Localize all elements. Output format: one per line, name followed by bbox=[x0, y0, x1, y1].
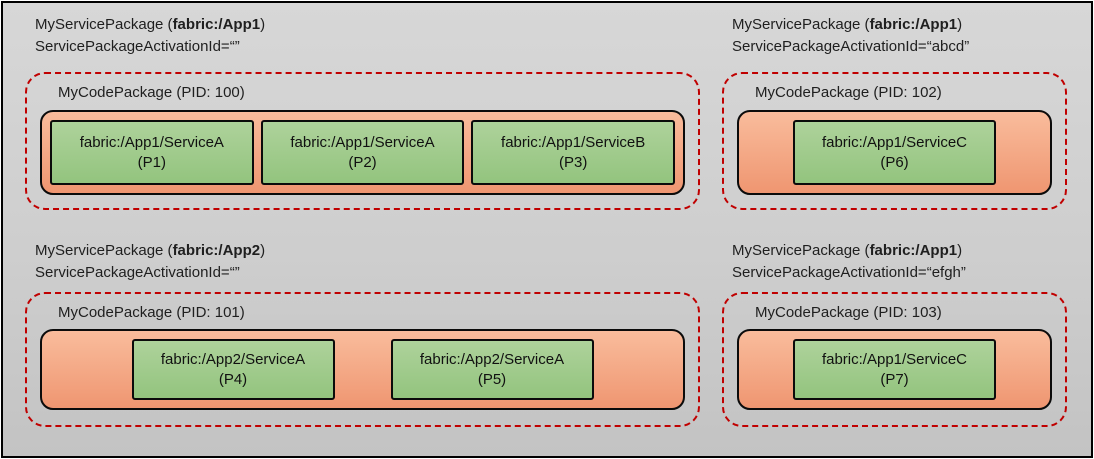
activation-id-label: ServicePackageActivationId=“” bbox=[35, 264, 240, 281]
service-name: fabric:/App2/ServiceA bbox=[160, 350, 306, 368]
process-box: fabric:/App1/ServiceA (P1) fabric:/App1/… bbox=[40, 110, 685, 195]
process-box: fabric:/App1/ServiceC (P7) bbox=[737, 329, 1052, 410]
service-pid: (P3) bbox=[559, 153, 588, 171]
app-name: fabric:/App2 bbox=[172, 242, 261, 259]
service-package-boundary: MyCodePackage (PID: 101) fabric:/App2/Se… bbox=[25, 292, 700, 427]
service-pid: (P7) bbox=[880, 370, 909, 388]
service-package-title: MyServicePackage (fabric:/App1) bbox=[732, 14, 1067, 36]
service-instance-box: fabric:/App1/ServiceB (P3) bbox=[471, 120, 676, 185]
title-prefix: MyServicePackage ( bbox=[35, 242, 173, 259]
title-prefix: MyServicePackage ( bbox=[732, 16, 870, 33]
service-name: fabric:/App1/ServiceB bbox=[501, 133, 646, 151]
code-package-label: MyCodePackage (PID: 101) bbox=[58, 304, 245, 321]
service-instance-box: fabric:/App1/ServiceC (P7) bbox=[793, 339, 996, 400]
service-pid: (P2) bbox=[348, 153, 377, 171]
service-instance-box: fabric:/App1/ServiceA (P1) bbox=[50, 120, 254, 185]
service-package-group-2: MyServicePackage (fabric:/App1) ServiceP… bbox=[722, 14, 1067, 210]
service-instance-box: fabric:/App1/ServiceC (P6) bbox=[793, 120, 996, 185]
service-instance-box: fabric:/App2/ServiceA (P4) bbox=[131, 339, 335, 400]
title-suffix: ) bbox=[957, 16, 963, 33]
title-suffix: ) bbox=[260, 16, 266, 33]
code-package-label: MyCodePackage (PID: 102) bbox=[755, 84, 942, 101]
service-package-title: MyServicePackage (fabric:/App2) bbox=[35, 240, 700, 262]
activation-id-label: ServicePackageActivationId=“” bbox=[35, 38, 240, 55]
service-package-boundary: MyCodePackage (PID: 100) fabric:/App1/Se… bbox=[25, 72, 700, 210]
app-name: fabric:/App1 bbox=[869, 16, 958, 33]
service-name: fabric:/App1/ServiceC bbox=[821, 133, 968, 151]
activation-id-label: ServicePackageActivationId=“efgh” bbox=[732, 264, 966, 281]
service-package-group-4: MyServicePackage (fabric:/App1) ServiceP… bbox=[722, 240, 1067, 427]
service-package-title: MyServicePackage (fabric:/App1) bbox=[35, 14, 700, 36]
activation-id-label: ServicePackageActivationId=“abcd” bbox=[732, 38, 970, 55]
service-pid: (P4) bbox=[218, 370, 248, 388]
service-package-boundary: MyCodePackage (PID: 103) fabric:/App1/Se… bbox=[722, 292, 1067, 427]
service-package-group-1: MyServicePackage (fabric:/App1) ServiceP… bbox=[25, 14, 700, 210]
service-instance-box: fabric:/App1/ServiceA (P2) bbox=[260, 120, 465, 185]
process-box: fabric:/App1/ServiceC (P6) bbox=[737, 110, 1052, 195]
service-package-title: MyServicePackage (fabric:/App1) bbox=[732, 240, 1067, 262]
app-name: fabric:/App1 bbox=[869, 242, 958, 259]
title-suffix: ) bbox=[957, 242, 963, 259]
process-box: fabric:/App2/ServiceA (P4) fabric:/App2/… bbox=[40, 329, 685, 410]
service-pid: (P1) bbox=[137, 153, 166, 171]
service-name: fabric:/App1/ServiceA bbox=[290, 133, 435, 151]
service-package-boundary: MyCodePackage (PID: 102) fabric:/App1/Se… bbox=[722, 72, 1067, 210]
code-package-label: MyCodePackage (PID: 100) bbox=[58, 84, 245, 101]
app-name: fabric:/App1 bbox=[172, 16, 261, 33]
service-pid: (P5) bbox=[477, 370, 507, 388]
title-prefix: MyServicePackage ( bbox=[732, 242, 870, 259]
title-prefix: MyServicePackage ( bbox=[35, 16, 173, 33]
service-name: fabric:/App1/ServiceC bbox=[821, 350, 968, 368]
service-name: fabric:/App2/ServiceA bbox=[419, 350, 565, 368]
service-pid: (P6) bbox=[880, 153, 909, 171]
service-instance-box: fabric:/App2/ServiceA (P5) bbox=[390, 339, 594, 400]
service-package-group-3: MyServicePackage (fabric:/App2) ServiceP… bbox=[25, 240, 700, 427]
service-name: fabric:/App1/ServiceA bbox=[79, 133, 224, 151]
code-package-label: MyCodePackage (PID: 103) bbox=[755, 304, 942, 321]
title-suffix: ) bbox=[260, 242, 266, 259]
